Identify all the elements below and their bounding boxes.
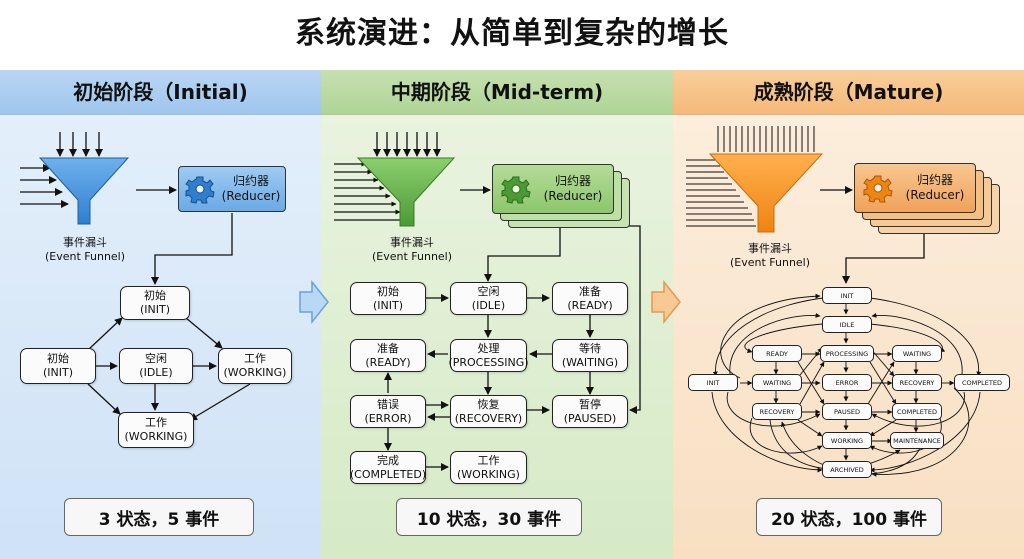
mature-state-idle: IDLE [822,316,872,333]
funnel-label-mid: 事件漏斗 (Event Funnel) [371,236,453,263]
reducer-box-mature: 归约器 (Reducer) [854,163,976,213]
initial-state-working-bottom: 工作(WORKING) [118,412,194,448]
stage-mid-heading: 中期阶段（Mid-term) [321,70,673,115]
mid-state-init: 初始(INIT) [350,282,426,315]
mid-state-waiting: 等待(WAITING) [552,339,628,372]
initial-state-idle: 空闲(IDLE) [119,348,193,384]
summary-mature: 20 状态，100 事件 [756,498,942,536]
mid-state-completed: 完成(COMPLETED) [350,451,426,484]
mid-state-error: 错误(ERROR) [350,395,426,428]
funnel-icon-mid [334,132,456,227]
mature-state-init-left: INIT [688,374,738,391]
summary-initial: 3 状态，5 事件 [64,498,254,536]
initial-state-working-right: 工作(WORKING) [218,348,292,384]
mature-state-working: WORKING [822,432,872,449]
mature-state-recovery: RECOVERY [752,403,802,420]
reducer-box-initial: 归约器 (Reducer) [178,166,286,212]
stage-mature-heading: 成熟阶段（Mature) [673,70,1024,115]
funnel-icon-initial [20,132,130,225]
mature-state-paused: PAUSED [822,403,872,420]
mid-state-recovery: 恢复(RECOVERY) [450,395,527,428]
mature-state-error: ERROR [822,374,872,391]
mature-state-init-top: INIT [822,287,872,304]
reducer-box-mid: 归约器 (Reducer) [492,164,614,214]
mid-state-idle: 空闲(IDLE) [450,282,527,315]
funnel-label-initial: 事件漏斗 (Event Funnel) [44,236,126,263]
initial-state-init-left: 初始(INIT) [20,348,96,384]
mature-state-ready: READY [752,345,802,362]
summary-mid: 10 状态，30 事件 [396,498,582,536]
stage-initial-heading: 初始阶段（Initial) [0,70,321,115]
mature-state-maintenance: MAINTENANCE [890,432,944,449]
gear-icon [185,176,215,204]
mature-state-processing: PROCESSING [820,345,874,362]
gear-icon [501,176,531,204]
mid-state-working: 工作(WORKING) [450,451,527,484]
mature-state-completed-right: COMPLETED [954,374,1010,391]
gear-icon [863,175,893,203]
mature-state-completed: COMPLETED [892,403,942,420]
mid-state-processing: 处理(PROCESSING) [448,339,529,372]
mature-state-waiting: WAITING [752,374,802,391]
mid-state-paused: 暂停(PAUSED) [552,395,628,428]
stage-transition-arrow-2 [651,279,681,325]
mid-state-ready-top: 准备(READY) [552,282,628,315]
page-title: 系统演进：从简单到复杂的增长 [295,16,729,51]
mature-state-waiting-top: WAITING [892,345,942,362]
initial-state-init-top: 初始(INIT) [120,286,190,320]
stage-transition-arrow-1 [299,279,329,325]
funnel-icon-mature [686,126,824,233]
mature-state-recovery-right: RECOVERY [892,374,942,391]
funnel-label-mature: 事件漏斗 (Event Funnel) [729,242,811,269]
mature-state-archived: ARCHIVED [822,461,872,478]
mid-state-ready-left: 准备(READY) [350,339,426,372]
